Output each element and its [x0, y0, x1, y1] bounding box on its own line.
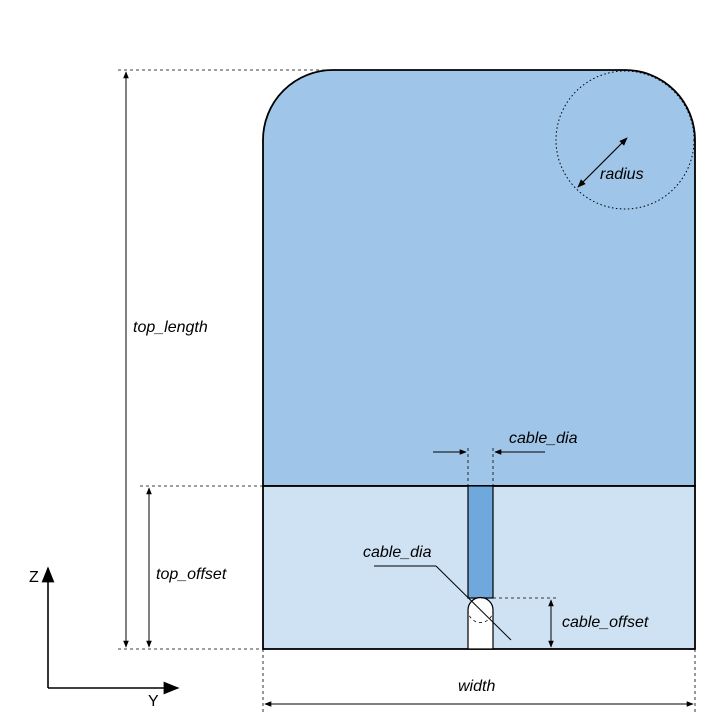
cable-dia-hole-label: cable_dia	[363, 544, 432, 561]
radius-arrow	[577, 137, 628, 188]
cable-dia-hole-diagonal	[435, 565, 512, 641]
y-axis-label: Y	[148, 693, 159, 710]
top-offset-label: top_offset	[156, 566, 227, 583]
z-axis-label: Z	[29, 569, 39, 586]
cable-channel	[467, 485, 494, 599]
radius-circle	[555, 70, 695, 210]
radius-label: radius	[600, 166, 644, 183]
cable-offset-label: cable_offset	[562, 614, 649, 631]
cable-hole-circle	[467, 597, 494, 623]
cable-dia-top-label: cable_dia	[509, 430, 578, 447]
top-region	[262, 69, 696, 487]
width-label: width	[458, 678, 495, 695]
cable-hole	[467, 596, 494, 650]
top-length-label: top_length	[133, 319, 208, 336]
